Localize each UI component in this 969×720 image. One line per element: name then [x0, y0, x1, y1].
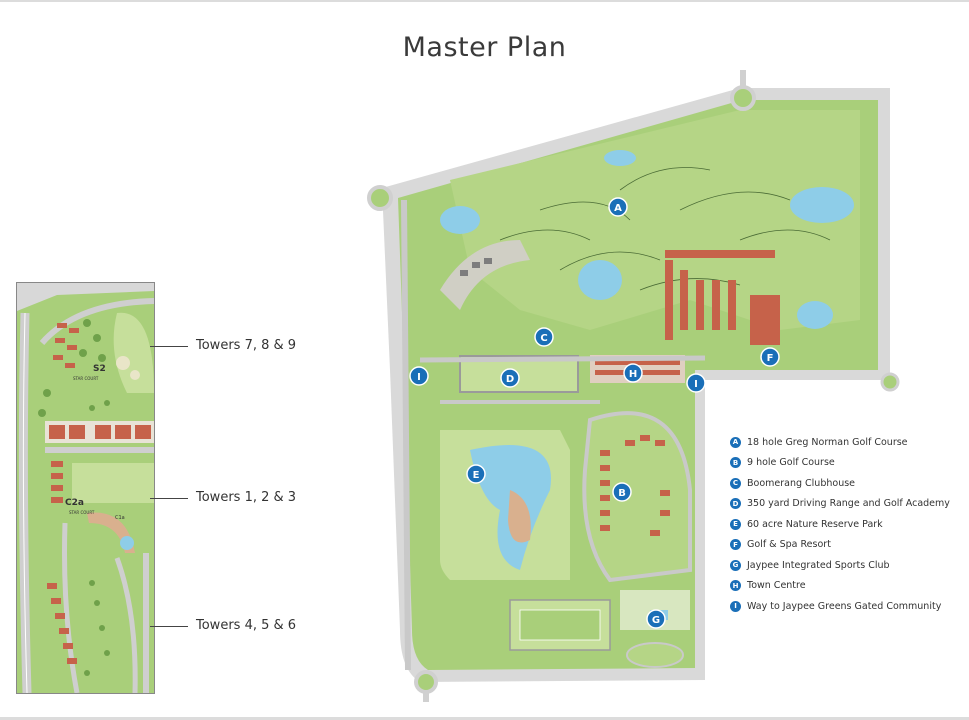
- legend-item-g: G Jaypee Integrated Sports Club: [730, 555, 965, 576]
- legend-badge-f: F: [730, 539, 741, 551]
- callout-line-towers-4-5-6: [150, 626, 188, 627]
- legend-badge-b: B: [730, 457, 741, 469]
- marker-e[interactable]: E: [466, 464, 486, 484]
- legend-badge-g: G: [730, 559, 741, 571]
- inset-label-s2: S2: [93, 364, 106, 374]
- legend-badge-d: D: [730, 498, 741, 510]
- legend-badge-h: H: [730, 580, 741, 592]
- callout-line-towers-1-2-3: [150, 498, 188, 499]
- legend-badge-e: E: [730, 518, 741, 530]
- callout-towers-1-2-3: Towers 1, 2 & 3: [196, 490, 297, 505]
- marker-g[interactable]: G: [646, 609, 666, 629]
- legend-item-h: H Town Centre: [730, 576, 965, 597]
- inset-label-c2a: C2a: [65, 498, 84, 508]
- inset-map-graphic: S2 STAR COURT C2a STAR COURT C1a: [17, 283, 154, 693]
- inset-label-star-court-mid: STAR COURT: [69, 510, 95, 515]
- legend-text-e: 60 acre Nature Reserve Park: [747, 518, 883, 530]
- callout-towers-7-8-9: Towers 7, 8 & 9: [196, 338, 297, 353]
- inset-detail-map: S2 STAR COURT C2a STAR COURT C1a: [16, 282, 155, 694]
- legend-text-i: Way to Jaypee Greens Gated Community: [747, 600, 942, 612]
- svg-text:F: F: [767, 353, 774, 364]
- svg-text:I: I: [417, 372, 421, 383]
- legend-item-c: C Boomerang Clubhouse: [730, 473, 965, 494]
- marker-i-right[interactable]: I: [686, 373, 706, 393]
- legend-text-b: 9 hole Golf Course: [747, 457, 835, 469]
- svg-text:B: B: [618, 488, 626, 499]
- inset-label-star-court-top: STAR COURT: [73, 376, 99, 381]
- marker-f[interactable]: F: [760, 347, 780, 367]
- top-border: [0, 0, 969, 2]
- svg-text:E: E: [473, 470, 480, 481]
- map-legend: A 18 hole Greg Norman Golf Course B 9 ho…: [730, 432, 965, 617]
- marker-b[interactable]: B: [612, 482, 632, 502]
- legend-item-i: I Way to Jaypee Greens Gated Community: [730, 596, 965, 617]
- svg-text:A: A: [614, 203, 622, 214]
- svg-text:H: H: [629, 369, 637, 380]
- legend-badge-i: I: [730, 600, 741, 612]
- marker-h[interactable]: H: [623, 363, 643, 383]
- legend-item-d: D 350 yard Driving Range and Golf Academ…: [730, 494, 965, 515]
- marker-i-left[interactable]: I: [409, 366, 429, 386]
- svg-text:D: D: [506, 374, 514, 385]
- marker-c[interactable]: C: [534, 327, 554, 347]
- legend-text-f: Golf & Spa Resort: [747, 539, 831, 551]
- master-plan-map: A C F I D H I E: [360, 70, 905, 702]
- legend-item-e: E 60 acre Nature Reserve Park: [730, 514, 965, 535]
- svg-text:C: C: [540, 333, 547, 344]
- marker-d[interactable]: D: [500, 368, 520, 388]
- legend-text-a: 18 hole Greg Norman Golf Course: [747, 436, 908, 448]
- page-title: Master Plan: [402, 32, 567, 63]
- svg-text:I: I: [694, 379, 698, 390]
- inset-label-c1a: C1a: [115, 515, 125, 521]
- legend-item-f: F Golf & Spa Resort: [730, 535, 965, 556]
- svg-text:G: G: [652, 615, 660, 626]
- callout-towers-4-5-6: Towers 4, 5 & 6: [196, 618, 297, 633]
- legend-badge-a: A: [730, 436, 741, 448]
- callout-line-towers-7-8-9: [150, 346, 188, 347]
- legend-item-a: A 18 hole Greg Norman Golf Course: [730, 432, 965, 453]
- legend-text-d: 350 yard Driving Range and Golf Academy: [747, 498, 950, 510]
- master-plan-graphic: A C F I D H I E: [367, 70, 900, 702]
- marker-a[interactable]: A: [608, 197, 628, 217]
- legend-text-g: Jaypee Integrated Sports Club: [747, 559, 890, 571]
- legend-badge-c: C: [730, 477, 741, 489]
- bottom-border: [0, 717, 969, 720]
- legend-text-c: Boomerang Clubhouse: [747, 477, 856, 489]
- legend-text-h: Town Centre: [747, 580, 806, 592]
- legend-item-b: B 9 hole Golf Course: [730, 453, 965, 474]
